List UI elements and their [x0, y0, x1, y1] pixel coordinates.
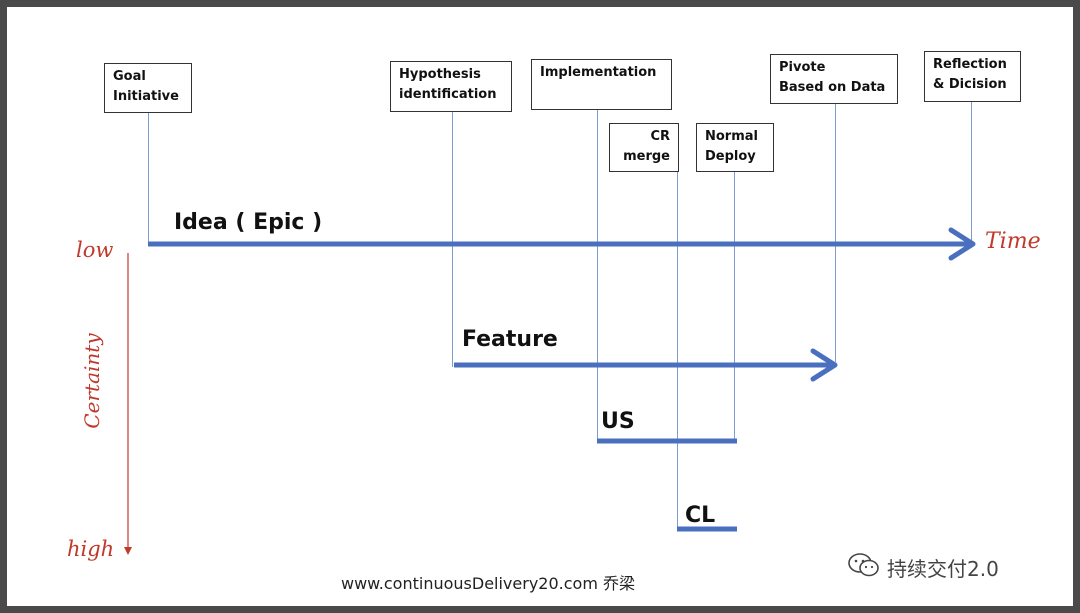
connector-hypothesis — [452, 112, 453, 367]
goal-initiative-box: Goal Initiative — [104, 63, 192, 113]
arrows-layer — [124, 227, 976, 555]
us-label: US — [601, 409, 635, 434]
watermark-text: 持续交付2.0 — [887, 557, 999, 581]
connector-pivote — [835, 104, 836, 362]
idea-arrow-head — [948, 227, 976, 261]
normal-deploy-box: Normal Deploy — [696, 123, 774, 172]
certainty-high-label: high — [67, 537, 115, 561]
pivote-box: Pivote Based on Data — [770, 54, 898, 104]
idea-epic-label: Idea ( Epic ) — [174, 210, 323, 235]
certainty-low-label: low — [76, 238, 114, 262]
diagram-slide: Goal Initiative Hypothesis identificatio… — [7, 7, 1073, 606]
certainty-axis-label: Certainty — [80, 333, 104, 429]
cr-merge-box: CR merge — [609, 123, 679, 172]
footer-url: www.continuousDelivery20.com 乔梁 — [341, 574, 635, 593]
hypothesis-box: Hypothesis identification — [390, 61, 512, 112]
connector-goal — [148, 112, 149, 244]
connector-implementation — [597, 110, 598, 442]
watermark: 持续交付2.0 — [847, 551, 999, 584]
feature-label: Feature — [462, 327, 558, 352]
implementation-box: Implementation — [531, 59, 672, 110]
certainty-axis-head — [124, 547, 132, 555]
time-axis-label: Time — [985, 229, 1041, 254]
cl-label: CL — [685, 503, 716, 528]
connector-reflection — [971, 102, 972, 242]
connector-cr-merge — [677, 172, 678, 527]
wechat-icon — [847, 551, 881, 584]
feature-arrow-head — [810, 348, 838, 382]
reflection-box: Reflection & Dicision — [924, 51, 1021, 102]
connector-normal-deploy — [734, 172, 735, 442]
